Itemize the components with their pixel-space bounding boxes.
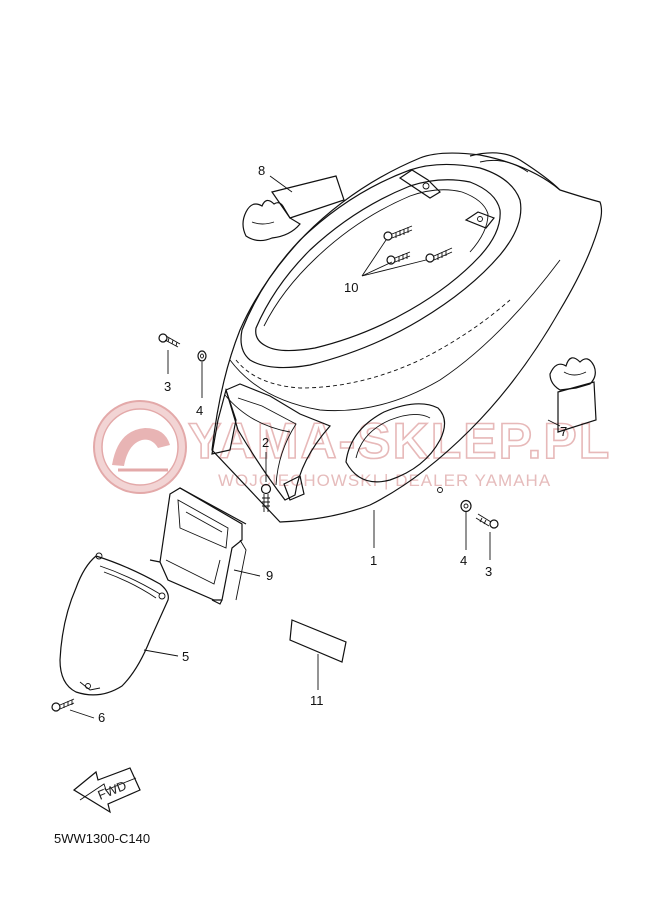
- watermark-logo: [93, 400, 187, 494]
- callout-1: 1: [370, 553, 377, 568]
- watermark-brand: YAMA-SKLEP.PL: [188, 413, 611, 469]
- screw-part-3-left: [158, 333, 181, 348]
- watermark-tagline: WOJCIECHOWSKI | DEALER YAMAHA: [218, 471, 551, 490]
- callout-7: 7: [560, 424, 567, 439]
- inner-panel-part-9: [149, 487, 247, 605]
- callout-5: 5: [182, 649, 189, 664]
- bolt-part-2: [260, 483, 272, 512]
- callouts: 8 10 3 4 2 7 1 4 3 9 5 6 11: [98, 163, 567, 725]
- callout-9: 9: [266, 568, 273, 583]
- emblem-part-7: [549, 357, 597, 433]
- body-cover-part-1: [211, 152, 603, 523]
- callout-8: 8: [258, 163, 265, 178]
- callout-2: 2: [262, 435, 269, 450]
- callout-4-left: 4: [196, 403, 203, 418]
- screw-10a: [383, 225, 413, 241]
- callout-3-right: 3: [485, 564, 492, 579]
- callout-3-left: 3: [164, 379, 171, 394]
- callout-11: 11: [310, 693, 324, 708]
- washer-part-4-right: [460, 499, 472, 513]
- callout-10: 10: [344, 280, 358, 295]
- leader-lines: [69, 175, 561, 719]
- screws-part-10: [383, 225, 453, 265]
- lower-cover-part-5: [59, 552, 169, 696]
- washer-part-4-left: [197, 350, 207, 362]
- screw-part-6: [51, 698, 75, 712]
- screw-10b: [386, 251, 411, 265]
- fwd-label: FWD: [96, 778, 129, 803]
- emblem-part-8: [242, 175, 345, 242]
- callout-4-right: 4: [460, 553, 467, 568]
- screw-10c: [425, 247, 453, 263]
- callout-6: 6: [98, 710, 105, 725]
- fwd-direction-arrow: FWD: [72, 767, 141, 814]
- diagram-code: 5WW1300-C140: [54, 831, 150, 846]
- label-plate-part-11: [289, 619, 347, 663]
- watermark: YAMA-SKLEP.PL WOJCIECHOWSKI | DEALER YAM…: [93, 400, 611, 494]
- screw-part-3-right: [475, 513, 499, 529]
